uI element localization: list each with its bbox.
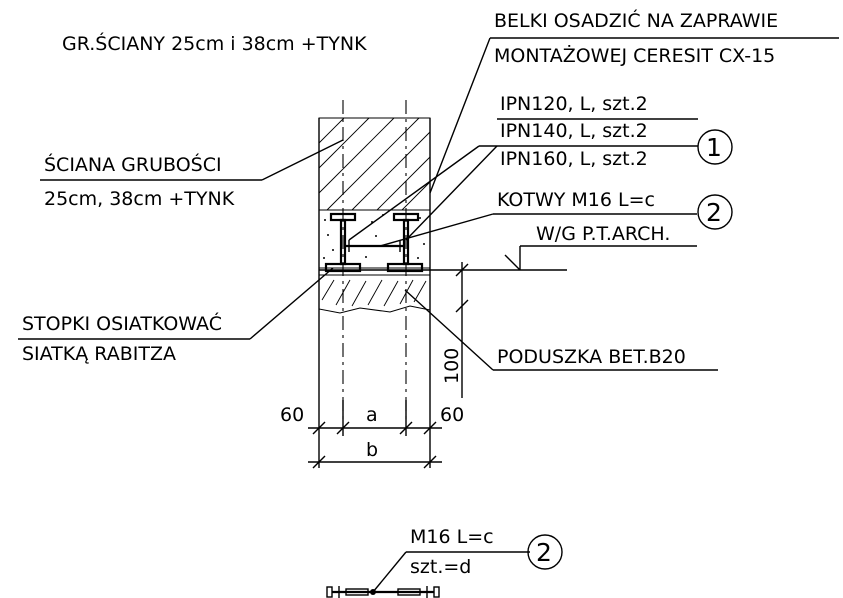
bolt-qty-label: szt.=d — [410, 556, 471, 578]
wall-label-line-1: ŚCIANA GRUBOŚCI — [44, 152, 222, 176]
anchors-note: KOTWY M16 L=c 2 W/G P.T.ARCH. — [379, 189, 733, 247]
bolt-detail: M16 L=c szt.=d 2 — [326, 526, 563, 598]
anchor-marker-number: 2 — [706, 198, 722, 227]
beams-note: BELKI OSADZIĆ NA ZAPRAWIE MONTAŻOWEJ CER… — [429, 8, 839, 194]
bolt-marker-number: 2 — [536, 538, 552, 567]
bolt-name-label: M16 L=c — [410, 526, 494, 548]
wall-label-line-2: 25cm, 38cm +TYNK — [44, 188, 235, 210]
footings-line-1: STOPKI OSIATKOWAĆ — [22, 311, 222, 335]
tie-bolt — [345, 240, 404, 252]
level-marker — [504, 245, 697, 271]
pad-height-value: 100 — [441, 348, 463, 384]
wall-section — [318, 100, 431, 420]
pad-note: PODUSZKA BET.B20 — [404, 289, 718, 371]
ipn-list: IPN120, L, szt.2 IPN140, L, szt.2 IPN160… — [348, 93, 733, 241]
beam-marker-number: 1 — [706, 133, 722, 162]
ipn120-label: IPN120, L, szt.2 — [500, 93, 648, 115]
pad-label: PODUSZKA BET.B20 — [497, 346, 686, 368]
anchors-label: KOTWY M16 L=c — [497, 189, 655, 211]
i-beam-right — [386, 212, 424, 273]
ipn160-label: IPN160, L, szt.2 — [500, 148, 648, 170]
i-beam-left — [324, 212, 362, 273]
beams-note-line-2: MONTAŻOWEJ CERESIT CX-15 — [494, 44, 775, 67]
bottom-dimensions: 60 a 60 b — [280, 398, 464, 469]
inner-width-value: a — [366, 404, 378, 426]
footings-note: STOPKI OSIATKOWAĆ SIATKĄ RABITZA — [18, 267, 334, 365]
wall-label: ŚCIANA GRUBOŚCI 25cm, 38cm +TYNK — [40, 139, 344, 210]
footings-line-2: SIATKĄ RABITZA — [22, 343, 176, 365]
beams-note-line-1: BELKI OSADZIĆ NA ZAPRAWIE — [494, 8, 778, 32]
pad-height-dimension: 100 — [441, 262, 469, 398]
left-offset-value: 60 — [280, 404, 304, 426]
wall-thickness-title: GR.ŚCIANY 25cm i 38cm +TYNK — [62, 31, 367, 55]
right-offset-value: 60 — [440, 404, 464, 426]
ipn140-label: IPN140, L, szt.2 — [500, 120, 648, 142]
level-ref-label: W/G P.T.ARCH. — [536, 223, 670, 245]
total-width-value: b — [366, 439, 378, 461]
